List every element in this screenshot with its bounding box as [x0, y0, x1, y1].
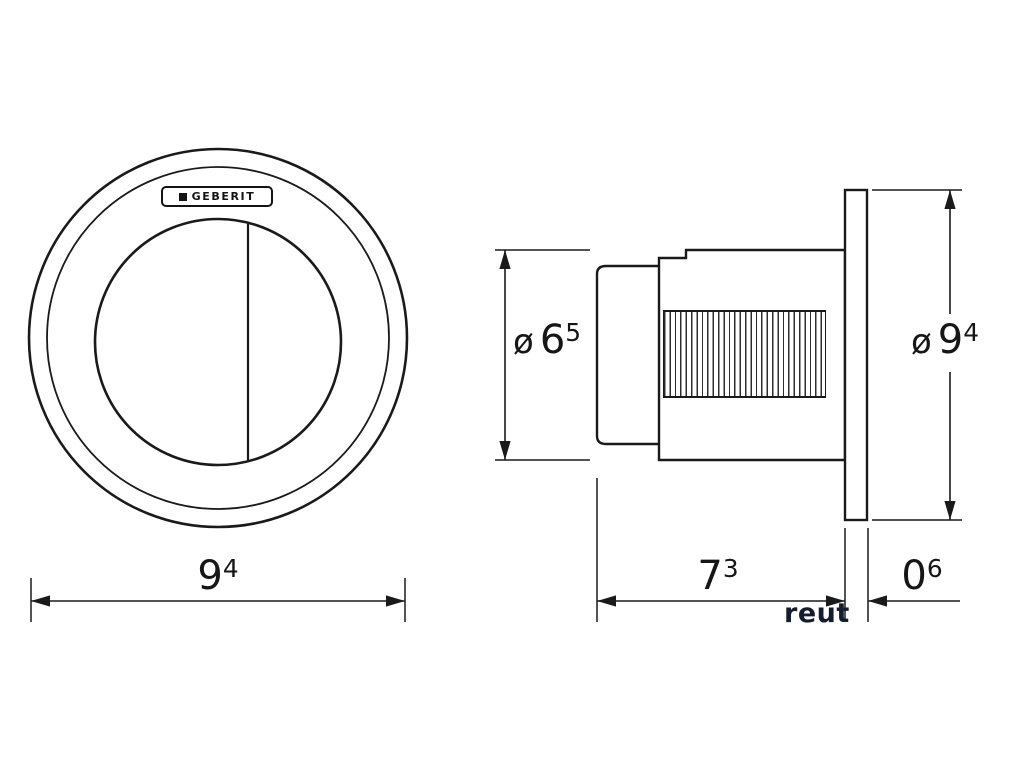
watermark-text: reut	[784, 598, 850, 629]
dim-superscript: 6	[926, 553, 943, 583]
ribbed-section	[663, 310, 826, 398]
dim-superscript: 4	[222, 553, 239, 583]
arrowhead-up	[944, 190, 956, 209]
front-view	[27, 147, 409, 529]
plate-diameter-dimension	[872, 189, 962, 521]
dim-superscript: 5	[565, 317, 582, 347]
dim-value: 9	[937, 317, 964, 363]
front-dimension	[30, 578, 406, 622]
dimension-label-flange-thickness: 06	[880, 556, 964, 596]
arrowhead-up	[499, 250, 511, 269]
dimension-label-depth: 73	[676, 556, 760, 596]
dimension-label-front-diameter: 94	[160, 556, 276, 596]
dim-value: 7	[697, 553, 723, 599]
arrowhead-left	[31, 595, 50, 607]
brand-logo-square-icon	[178, 192, 187, 201]
dim-value: 6	[539, 317, 566, 363]
dim-superscript: 3	[722, 553, 739, 583]
dim-prefix: ø	[910, 322, 932, 362]
arrowhead-down	[499, 441, 511, 460]
arrowhead-right	[386, 595, 405, 607]
arrowhead-right	[826, 595, 845, 607]
arrowhead-left	[868, 595, 887, 607]
button-diameter-dimension	[495, 249, 590, 461]
brand-logo: GEBERIT	[161, 186, 273, 207]
flange-outline	[843, 188, 869, 522]
button-cap-outline	[595, 264, 659, 446]
plate-outer-circle	[27, 147, 409, 529]
depth-dimension	[596, 478, 846, 622]
dim-value: 9	[197, 553, 223, 599]
dim-prefix: ø	[513, 322, 534, 362]
flange-thickness-dimension	[867, 528, 960, 622]
flush-button-circle	[93, 217, 343, 467]
plate-rim-circle	[46, 166, 390, 510]
dim-superscript: 4	[963, 317, 980, 347]
arrowhead-down	[944, 501, 956, 520]
brand-logo-text: GEBERIT	[191, 190, 256, 203]
dim-value: 0	[901, 553, 927, 599]
arrowhead-left	[597, 595, 616, 607]
